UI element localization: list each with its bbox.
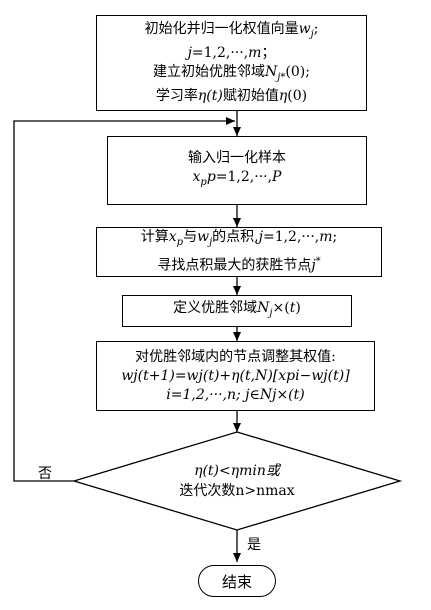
input-line-2: xpp=1,2,···,P <box>192 169 282 188</box>
decision-line-1: η(t)<ηmin或 <box>194 463 280 479</box>
decision-diamond <box>71 431 403 531</box>
define-step-box: 定义优胜邻域Nj×(t) <box>122 295 352 327</box>
input-line-1: 输入归一化样本 <box>188 150 286 167</box>
decision-condition: η(t)<ηmin或 迭代次数n>nmax <box>137 461 337 501</box>
update-line-1: 对优胜邻域内的节点调整其权值: <box>135 348 336 365</box>
input-step-box: 输入归一化样本 xpp=1,2,···,P <box>107 136 367 205</box>
update-range: i=1,2,···,n; j∈Nj×(t) <box>166 386 305 403</box>
decision-line-2: 迭代次数n>nmax <box>179 483 295 499</box>
no-label: 否 <box>38 466 52 482</box>
init-line-1: 初始化并归一化权值向量wj; <box>144 21 319 40</box>
init-line-2: j=1,2,···,m； <box>187 45 276 61</box>
compute-line-1: 计算xp与wj的点积,j=1,2,···,m; <box>140 229 338 249</box>
define-line: 定义优胜邻域Nj×(t) <box>173 300 301 319</box>
update-formula: wj(t+1)=wj(t)+η(t,N)[xpi−wj(t)] <box>121 367 350 384</box>
compute-line-2: 寻找点积最大的获胜节点j* <box>157 256 321 274</box>
init-line-3: 建立初始优胜邻域Nj*(0); <box>153 64 310 83</box>
init-line-4: 学习率η(t)赋初始值η(0) <box>155 87 308 104</box>
end-label: 结束 <box>221 572 252 591</box>
compute-step-box: 计算xp与wj的点积,j=1,2,···,m; 寻找点积最大的获胜节点j* <box>96 227 382 277</box>
update-step-box: 对优胜邻域内的节点调整其权值: wj(t+1)=wj(t)+η(t,N)[xpi… <box>96 341 375 411</box>
init-step-box: 初始化并归一化权值向量wj; j=1,2,···,m； 建立初始优胜邻域Nj*(… <box>96 15 367 111</box>
loop-back-arrow <box>13 117 235 482</box>
end-terminal: 结束 <box>198 565 276 597</box>
yes-label: 是 <box>247 537 261 553</box>
